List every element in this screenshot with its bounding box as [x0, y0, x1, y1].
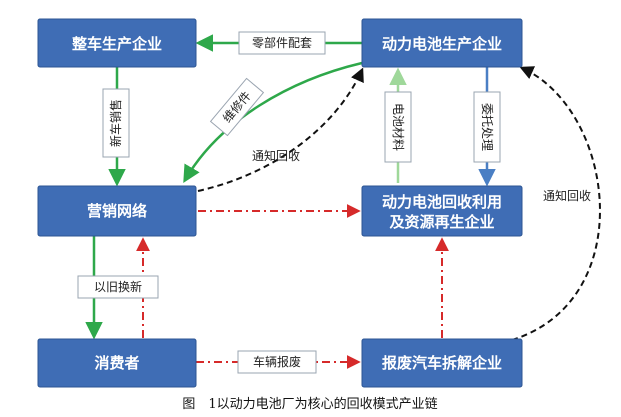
label-new-car-sales-text: 新车销售	[108, 99, 123, 147]
label-trade-in-text: 以旧换新	[94, 279, 142, 294]
label-notify-recycle-2: 通知回收	[543, 189, 591, 203]
label-battery-material: 电池材料	[384, 91, 412, 163]
label-new-car-sales: 新车销售	[102, 88, 130, 158]
node-consumer-label: 消费者	[94, 354, 139, 372]
node-recycler-label-line1: 动力电池回收利用	[382, 193, 502, 211]
label-vehicle-scrap: 车辆报废	[237, 350, 317, 374]
label-notify-recycle-1: 通知回收	[252, 149, 300, 163]
node-battery-maker: 动力电池生产企业	[361, 18, 523, 68]
label-vehicle-scrap-text: 车辆报废	[253, 354, 301, 369]
node-vehicle-maker-label: 整车生产企业	[72, 35, 162, 53]
node-sales-network-label: 营销网络	[87, 202, 147, 220]
label-parts-supply-text: 零部件配套	[252, 35, 312, 50]
node-recycler: 动力电池回收利用 及资源再生企业	[361, 185, 523, 237]
node-scrap-dismantler-label: 报废汽车拆解企业	[382, 354, 502, 372]
label-trade-in: 以旧换新	[77, 275, 159, 299]
edge-repair-parts	[183, 61, 363, 184]
node-vehicle-maker: 整车生产企业	[37, 18, 197, 68]
edge-notify-recycle-2	[511, 66, 601, 341]
figure-caption: 图 1以动力电池厂为核心的回收模式产业链	[182, 396, 437, 412]
node-sales-network: 营销网络	[37, 185, 197, 237]
node-recycler-label-line2: 及资源再生企业	[389, 213, 494, 231]
node-scrap-dismantler: 报废汽车拆解企业	[361, 338, 523, 388]
node-consumer: 消费者	[37, 338, 197, 388]
node-battery-maker-label: 动力电池生产企业	[382, 35, 502, 53]
label-parts-supply: 零部件配套	[238, 31, 326, 55]
label-commission-processing-text: 委托处理	[480, 103, 494, 151]
label-battery-material-text: 电池材料	[391, 103, 405, 151]
label-commission-processing: 委托处理	[473, 91, 501, 163]
